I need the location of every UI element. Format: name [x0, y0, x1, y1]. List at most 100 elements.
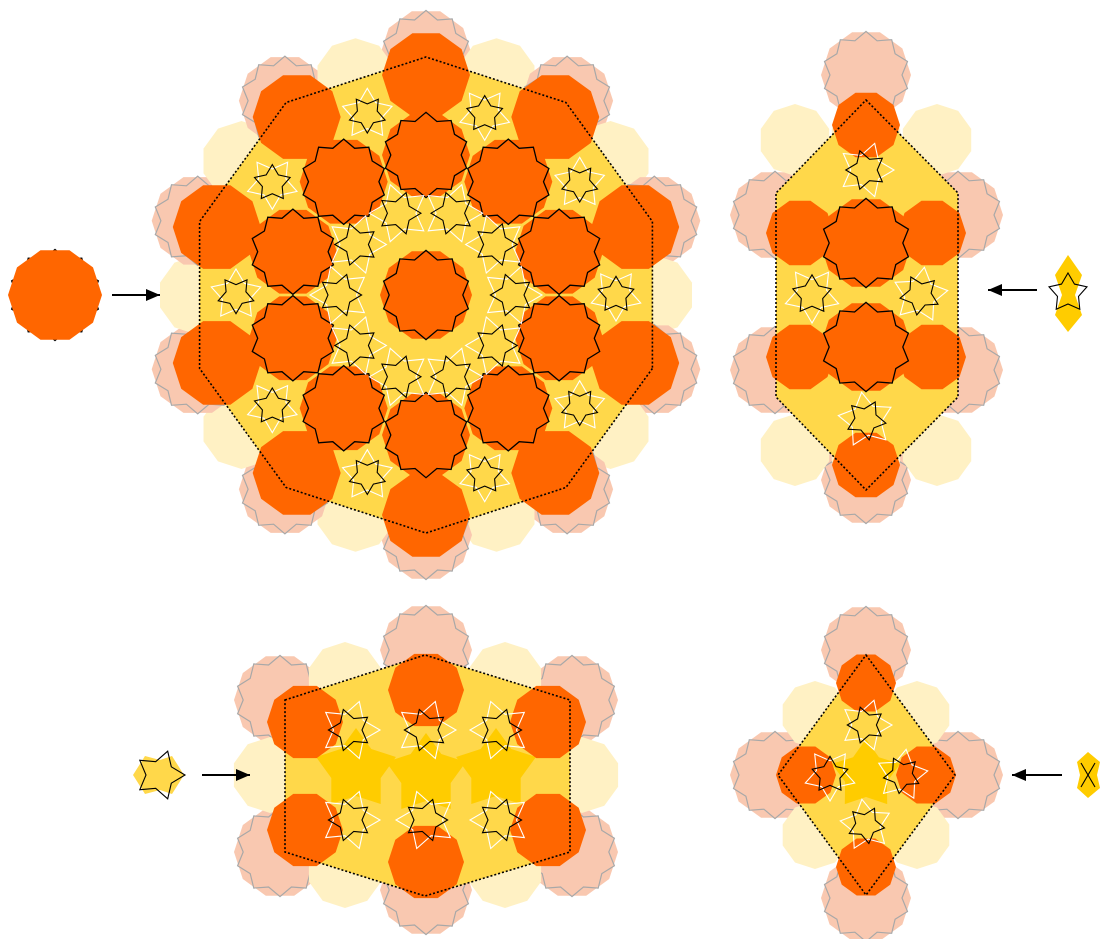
edge-decagon — [511, 75, 600, 159]
ring-decagon — [299, 139, 388, 224]
filler-star-black — [333, 222, 375, 267]
filler-star-white — [837, 391, 892, 446]
source-bowtie-strap-bottom — [1080, 773, 1096, 788]
edge-decagon — [510, 793, 586, 867]
bowtie-center — [386, 733, 466, 809]
ring-decagon — [515, 296, 604, 381]
filler-star-black — [811, 755, 849, 791]
ring-decagon — [464, 366, 553, 451]
filler-star-white — [324, 790, 382, 850]
filler-star-black — [489, 273, 531, 317]
center-decagon — [380, 251, 472, 339]
source-concave-hexagon-strap — [138, 750, 187, 800]
inner-decagon-star — [822, 301, 910, 393]
center-decagon-star — [382, 249, 470, 341]
outer-filler-star-white — [553, 379, 606, 429]
filler-star-white — [368, 183, 425, 243]
filler-star-white — [427, 347, 484, 407]
filler-star-white — [331, 315, 388, 376]
arrow-bowtie-head — [1012, 769, 1026, 781]
ring-decagon — [382, 393, 470, 477]
outer-filler-star-white — [458, 92, 511, 142]
faded-decagon — [821, 32, 911, 118]
edge-decagon — [591, 185, 680, 269]
inner-decagon-star — [822, 197, 910, 289]
ring-decagon — [248, 296, 337, 381]
edge-decagon — [836, 838, 896, 896]
ring-decagon-star — [302, 138, 386, 226]
filler-star-white — [804, 753, 856, 803]
edge-decagon — [388, 825, 464, 899]
outer-filler-star-black — [560, 167, 599, 204]
filler-star-white — [468, 700, 526, 760]
filler-star-black — [407, 798, 449, 842]
decagon-layer — [172, 33, 966, 899]
strapwork-layer — [10, 87, 949, 850]
ring-decagon-star — [384, 391, 468, 479]
bowtie-center — [316, 728, 396, 804]
filler-star-white — [427, 183, 484, 243]
ring-decagon-star — [517, 294, 601, 382]
edge-decagon — [172, 185, 261, 269]
edge-decagon — [252, 75, 341, 159]
filler-star-black — [847, 401, 887, 441]
filler-star-black — [429, 191, 471, 235]
bowtie-center — [456, 728, 536, 804]
filler-star-black — [333, 323, 375, 368]
arrow-decagon-head — [146, 289, 160, 301]
filler-star-black — [846, 706, 882, 744]
filler-star-white — [842, 142, 896, 198]
edge-decagon — [896, 746, 956, 804]
outer-filler-star-white — [341, 87, 394, 137]
outer-filler-star-white — [341, 448, 394, 498]
edge-decagon — [766, 200, 834, 266]
filler-star-white — [400, 700, 458, 760]
filler-star-white — [464, 315, 521, 376]
source-tile-layer — [8, 250, 1100, 800]
ring-decagon-star — [251, 294, 335, 382]
elongated-hexagon-outline — [775, 98, 959, 492]
ring-decagon-star — [517, 208, 601, 296]
outer-filler-star-black — [348, 459, 387, 496]
hexagon-supertile-outline — [284, 654, 571, 897]
filler-star-white — [844, 699, 894, 751]
filler-star-white — [784, 271, 840, 325]
filler-star-black — [882, 757, 920, 795]
filler-star-white — [464, 214, 521, 275]
outer-filler-star-white — [458, 453, 511, 503]
edge-decagon — [267, 793, 343, 867]
ring-decagon — [299, 366, 388, 451]
filler-star-black — [791, 273, 833, 313]
edge-decagon — [766, 324, 834, 390]
outer-filler-star-white — [590, 273, 642, 323]
filler-star-black — [899, 276, 939, 316]
edge-decagon — [252, 431, 341, 515]
filler-star-white — [877, 748, 929, 800]
filler-star-white — [331, 214, 388, 275]
arrow-hexagon-head — [236, 769, 250, 781]
edge-decagon — [832, 92, 900, 158]
filler-star-black — [481, 798, 523, 842]
filler-star-white — [468, 790, 526, 850]
outer-filler-star-white — [246, 384, 299, 434]
filler-star-white — [894, 266, 949, 321]
source-elongated-hexagon — [1055, 255, 1082, 332]
edge-decagon — [898, 324, 966, 390]
outer-filler-star-black — [597, 275, 635, 311]
bowtie-supertile-outline — [777, 653, 956, 897]
filler-star-black — [381, 191, 423, 235]
ring-decagon-star — [466, 138, 550, 226]
edge-decagon — [832, 432, 900, 498]
source-decagon — [8, 250, 102, 340]
filler-star-black — [327, 708, 369, 752]
filler-star-black — [403, 708, 445, 752]
outer-filler-star-white — [553, 156, 606, 206]
outline-layer — [198, 56, 959, 897]
source-elongated-hexagon-strap — [1047, 271, 1089, 311]
edge-decagon — [591, 321, 680, 405]
ring-decagon — [464, 139, 553, 224]
edge-decagon — [267, 685, 343, 759]
outer-filler-star-black — [465, 455, 504, 492]
